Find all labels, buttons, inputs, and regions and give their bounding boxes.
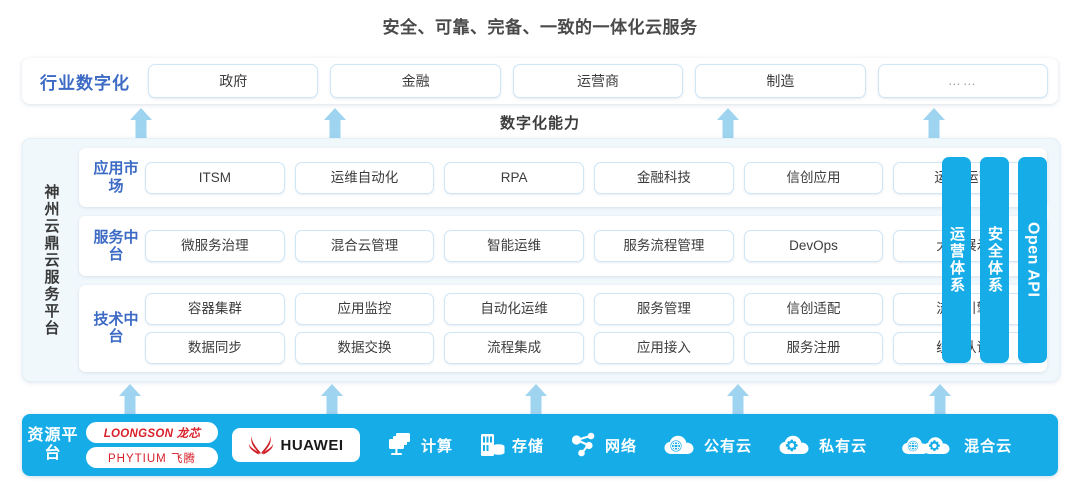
cell-application-access[interactable]: 应用接入	[594, 331, 734, 364]
platform-tiers: 应用市场 ITSM 运维自动化 RPA 金融科技 信创应用 运维/运营 服务中台	[79, 139, 1059, 381]
hybrid-cloud-icon	[901, 433, 957, 457]
resource-item-label: 存储	[512, 437, 545, 455]
public-cloud-icon	[663, 433, 697, 457]
vendor-chip-loongson[interactable]: LOONGSON 龙芯	[86, 422, 218, 443]
industry-digitalization-row: 行业数字化 政府 金融 运营商 制造 ……	[22, 58, 1058, 104]
cell-ops-automation[interactable]: 运维自动化	[294, 161, 435, 194]
industry-box-list: 政府 金融 运营商 制造 ……	[148, 64, 1058, 98]
vendor-chip-huawei[interactable]: HUAWEI	[232, 428, 360, 462]
tier-grid-application-market: ITSM 运维自动化 RPA 金融科技 信创应用 运维/运营	[145, 161, 1039, 194]
resource-platform-label: 资源平台	[27, 426, 79, 462]
cell-container-cluster[interactable]: 容器集群	[145, 292, 285, 325]
up-arrow-icon	[320, 384, 344, 414]
page-title: 安全、可靠、完备、一致的一体化云服务	[382, 18, 698, 37]
tier-application-market: 应用市场 ITSM 运维自动化 RPA 金融科技 信创应用 运维/运营	[79, 148, 1047, 208]
resource-item-label: 计算	[421, 437, 454, 455]
cell-xinchuang-app[interactable]: 信创应用	[743, 161, 884, 194]
platform-vertical-label: 神州云鼎云服务平台	[42, 183, 60, 337]
private-cloud-icon	[778, 433, 812, 457]
tier-label-service-middle: 服务中台	[93, 228, 139, 264]
network-icon	[570, 432, 598, 458]
tier-grid-service-middle: 微服务治理 混合云管理 智能运维 服务流程管理 DevOps 大屏展示	[145, 230, 1039, 263]
resource-item-network[interactable]: 网络	[570, 432, 637, 458]
industry-box-more[interactable]: ……	[877, 64, 1049, 98]
resource-item-label: 私有云	[819, 437, 868, 455]
up-arrow-icon	[922, 108, 946, 138]
industry-box-carrier[interactable]: 运营商	[512, 64, 684, 98]
storage-icon	[479, 432, 505, 458]
up-arrow-icon	[716, 108, 740, 138]
industry-box-manufacturing[interactable]: 制造	[695, 64, 866, 98]
cell-application-monitoring[interactable]: 应用监控	[294, 292, 435, 325]
tier-row: 微服务治理 混合云管理 智能运维 服务流程管理 DevOps 大屏展示	[145, 230, 1034, 263]
cell-fintech[interactable]: 金融科技	[594, 161, 734, 194]
cell-process-integration[interactable]: 流程集成	[444, 331, 585, 364]
tier-row: 容器集群 应用监控 自动化运维 服务管理 信创适配 流程引擎	[145, 292, 1034, 325]
up-arrow-icon	[726, 384, 750, 414]
industry-box-government[interactable]: 政府	[148, 64, 319, 98]
cell-microservice-governance[interactable]: 微服务治理	[145, 230, 285, 263]
vertical-bar-security-system[interactable]: 安全体系	[980, 157, 1009, 363]
chip-vendor-stack: LOONGSON 龙芯 PHYTIUM 飞腾	[86, 422, 218, 468]
industry-row-label: 行业数字化	[40, 73, 130, 93]
tier-label-application-market: 应用市场	[93, 160, 139, 195]
capability-band-label: 数字化能力	[499, 115, 580, 132]
cell-intelligent-ops[interactable]: 智能运维	[444, 230, 585, 263]
cell-automated-ops[interactable]: 自动化运维	[444, 292, 585, 325]
cell-data-exchange[interactable]: 数据交换	[294, 331, 435, 364]
cell-hybrid-cloud-management[interactable]: 混合云管理	[294, 230, 435, 263]
tier-row: ITSM 运维自动化 RPA 金融科技 信创应用 运维/运营	[145, 161, 1034, 194]
up-arrow-icon	[129, 108, 153, 138]
resource-item-compute[interactable]: 计算	[386, 432, 453, 458]
compute-icon	[386, 432, 414, 458]
cell-devops[interactable]: DevOps	[743, 230, 884, 263]
tier-technology-middle-platform: 技术中台 容器集群 应用监控 自动化运维 服务管理 信创适配 流程引擎 数据同步…	[79, 284, 1047, 372]
tier-row: 数据同步 数据交换 流程集成 应用接入 服务注册 统一认证	[145, 331, 1034, 364]
up-arrow-icon	[524, 384, 548, 414]
cell-service-registration[interactable]: 服务注册	[743, 331, 884, 364]
resource-item-storage[interactable]: 存储	[479, 432, 544, 458]
resource-item-label: 混合云	[964, 437, 1013, 455]
resource-item-private-cloud[interactable]: 私有云	[778, 433, 867, 457]
cell-service-process-management[interactable]: 服务流程管理	[594, 230, 734, 263]
cell-xinchuang-adaptation[interactable]: 信创适配	[743, 292, 884, 325]
vertical-bar-group: 运营体系 安全体系 Open API	[942, 157, 1047, 363]
up-arrow-icon	[928, 384, 952, 414]
resource-item-label: 网络	[605, 437, 638, 455]
huawei-flower-logo-icon	[248, 435, 273, 455]
resource-item-public-cloud[interactable]: 公有云	[663, 433, 752, 457]
cell-itsm[interactable]: ITSM	[145, 161, 285, 194]
resource-arrow-band	[0, 381, 1080, 414]
cell-data-sync[interactable]: 数据同步	[145, 331, 285, 364]
resource-item-hybrid-cloud[interactable]: 混合云	[901, 433, 1012, 457]
vertical-bar-operations-system[interactable]: 运营体系	[942, 157, 971, 363]
cell-rpa[interactable]: RPA	[444, 161, 585, 194]
up-arrow-icon	[118, 384, 142, 414]
huawei-label: HUAWEI	[280, 436, 344, 454]
vertical-bar-open-api[interactable]: Open API	[1018, 157, 1047, 363]
tier-service-middle-platform: 服务中台 微服务治理 混合云管理 智能运维 服务流程管理 DevOps 大屏展示	[79, 216, 1047, 276]
resource-platform-bar: 资源平台 LOONGSON 龙芯 PHYTIUM 飞腾 HUAWEI	[22, 414, 1058, 476]
tier-label-technology-middle: 技术中台	[93, 311, 139, 346]
tier-grid-technology-middle: 容器集群 应用监控 自动化运维 服务管理 信创适配 流程引擎 数据同步 数据交换…	[145, 292, 1039, 364]
up-arrow-icon	[323, 108, 347, 138]
cell-service-management[interactable]: 服务管理	[594, 292, 734, 325]
cloud-service-platform: 神州云鼎云服务平台 应用市场 ITSM 运维自动化 RPA 金融科技 信创应用 …	[22, 138, 1060, 382]
capability-arrow-band: 数字化能力	[0, 106, 1080, 138]
resource-item-label: 公有云	[704, 437, 753, 455]
vendor-chip-phytium[interactable]: PHYTIUM 飞腾	[86, 447, 218, 468]
industry-box-finance[interactable]: 金融	[330, 64, 501, 98]
